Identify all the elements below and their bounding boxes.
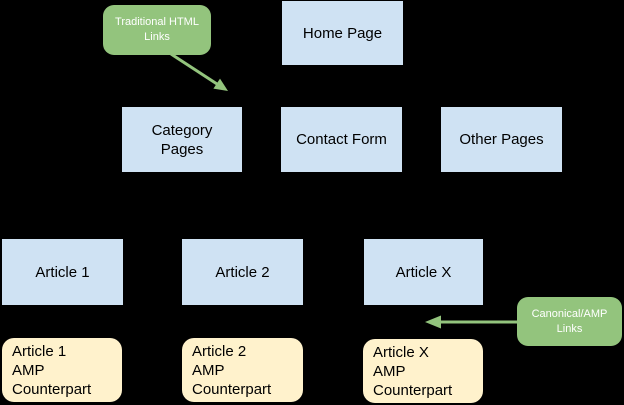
node-article-1-amp-counterpart: Article 1 AMP Counterpart (2, 338, 122, 402)
node-other-pages: Other Pages (441, 107, 562, 172)
node-contact-form: Contact Form (281, 107, 402, 172)
node-home-page: Home Page (282, 1, 403, 65)
node-article-1: Article 1 (2, 239, 123, 305)
node-article-2-amp-counterpart: Article 2 AMP Counterpart (182, 338, 303, 402)
callout-canonical-amp-links: Canonical/AMP Links (517, 297, 622, 346)
callout-traditional-html-links: Traditional HTML Links (103, 5, 211, 55)
node-category-pages: Category Pages (122, 107, 242, 172)
canonical-links-arrow (425, 315, 517, 329)
node-article-x-amp-counterpart: Article X AMP Counterpart (363, 339, 483, 403)
node-article-2: Article 2 (182, 239, 303, 305)
node-article-x: Article X (364, 239, 483, 305)
traditional-links-arrow (170, 52, 228, 91)
